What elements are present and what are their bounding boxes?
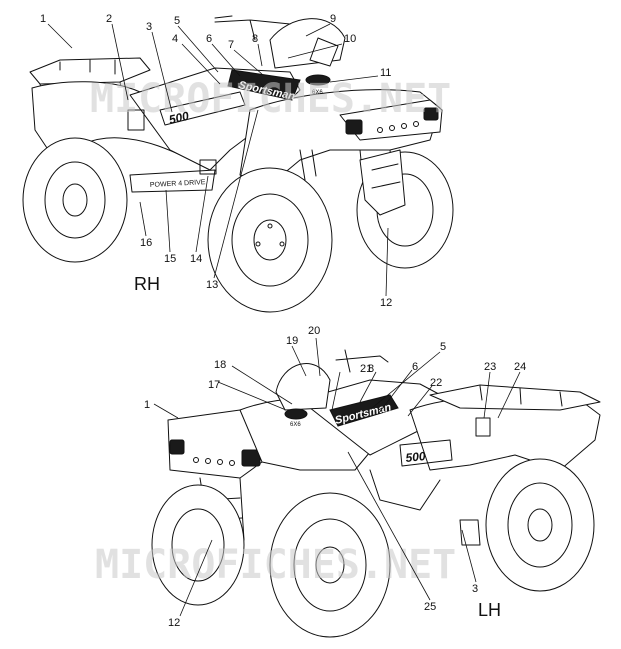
callout-lh-17: 17 (208, 379, 220, 391)
rear-left-wheel-lh (485, 458, 595, 592)
leader-lines (47, 23, 521, 617)
callout-lh-23: 23 (484, 361, 496, 373)
callout-lh-25: 25 (424, 601, 436, 613)
callout-rh-9: 9 (330, 13, 336, 25)
callout-lh-5: 5 (440, 341, 446, 353)
drive-decal-rh: POWER 4 DRIVE (150, 179, 206, 189)
front-left-wheel-rh (207, 167, 333, 313)
callout-rh-14: 14 (190, 253, 202, 265)
callout-lh-19: 19 (286, 335, 298, 347)
front-left-wheel-lh (269, 492, 391, 638)
rear-left-wheel-rh (22, 137, 128, 263)
callout-rh-13: 13 (206, 279, 218, 291)
callout-lh-3: 3 (472, 583, 478, 595)
callout-lh-24: 24 (514, 361, 526, 373)
callout-lh-1: 1 (144, 399, 150, 411)
front-right-wheel-lh (151, 484, 245, 606)
callout-rh-2: 2 (106, 13, 112, 25)
view-label-lh: LH (478, 600, 501, 620)
badge-decal-rh: 6X6 (312, 90, 323, 96)
callout-lh-8: 8 (368, 363, 374, 375)
model-decal-lh: 500 (405, 449, 427, 465)
callout-rh-4: 4 (172, 33, 178, 45)
callout-lh-12: 12 (168, 617, 180, 629)
callout-rh-1: 1 (40, 13, 46, 25)
watermark-bottom: MICROFICHES.NET (95, 542, 456, 588)
callout-rh-6: 6 (206, 33, 212, 45)
callout-rh-8: 8 (252, 33, 258, 45)
callout-rh-5: 5 (174, 15, 180, 27)
callout-lh-21: 21 (360, 363, 372, 375)
callout-rh-16: 16 (140, 237, 152, 249)
atv-lh-view: Sportsman 6X6 500 (151, 349, 601, 638)
callout-rh-3: 3 (146, 21, 152, 33)
callout-rh-15: 15 (164, 253, 176, 265)
model-decal-rh: 500 (168, 109, 191, 127)
callout-lh-20: 20 (308, 325, 320, 337)
callout-rh-12: 12 (380, 297, 392, 309)
callout-lh-22: 22 (430, 377, 442, 389)
callout-lh-18: 18 (214, 359, 226, 371)
callout-rh-10: 10 (344, 33, 356, 45)
view-label-rh: RH (134, 274, 160, 294)
callouts-lh: 1 3 5 6 8 12 17 18 19 20 21 22 23 24 25 … (144, 325, 526, 629)
callout-rh-11: 11 (380, 67, 391, 79)
callout-rh-7: 7 (228, 39, 234, 51)
callouts-rh: 1 2 3 4 5 6 7 8 9 10 11 12 13 14 15 16 R… (40, 13, 392, 309)
badge-decal-lh: 6X6 (290, 422, 301, 428)
atv-rh-view: Sportsman 6X6 500 POWER 4 DRIVE (22, 15, 454, 313)
callout-lh-6: 6 (412, 361, 418, 373)
watermark-top: MICROFICHES.NET (90, 76, 451, 122)
